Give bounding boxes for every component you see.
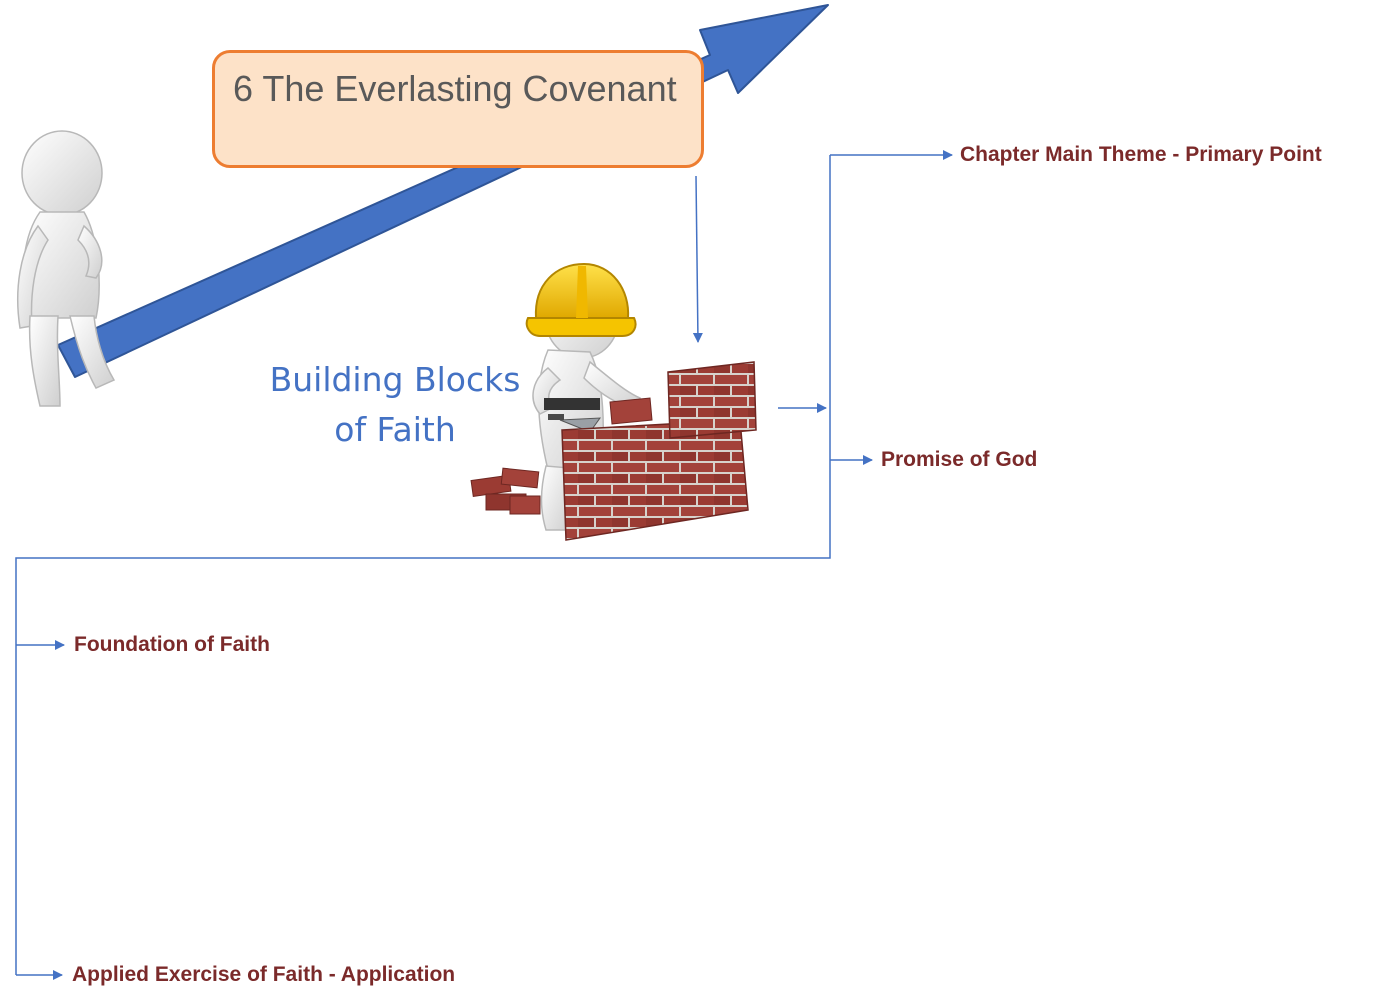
stick-figure-icon [17, 130, 116, 407]
title-down-arrow [692, 175, 703, 343]
building-blocks-line-2: of Faith [334, 410, 456, 449]
label-foundation: Foundation of Faith [74, 633, 270, 656]
hard-hat-icon [525, 262, 637, 337]
building-blocks-heading: Building Blocks of Faith [250, 355, 540, 455]
right-bracket [15, 155, 831, 975]
loose-bricks-icon [470, 467, 541, 515]
brick-wall-icon [561, 361, 757, 541]
building-blocks-line-1: Building Blocks [269, 360, 521, 399]
chapter-title-box: 6 The Everlasting Covenant [212, 50, 704, 168]
label-chapter-theme: Chapter Main Theme - Primary Point [960, 143, 1322, 166]
construction-worker-icon [470, 262, 757, 541]
label-application: Applied Exercise of Faith - Application [72, 963, 456, 986]
label-promise: Promise of God [881, 448, 1038, 471]
connector-lines [15, 150, 953, 980]
chapter-title: 6 The Everlasting Covenant [233, 68, 677, 109]
